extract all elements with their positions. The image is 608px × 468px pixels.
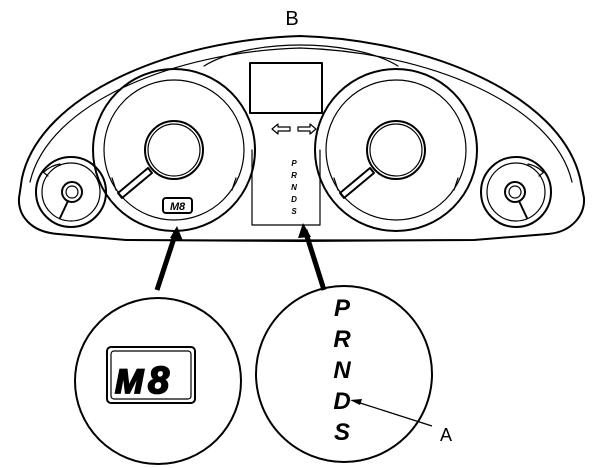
small-gear-s: S xyxy=(291,207,297,216)
zoom-gear-digit: 8 xyxy=(148,360,170,402)
mini-mode-letter: M xyxy=(170,201,180,213)
small-gear-d: D xyxy=(291,195,297,204)
mini-gear-display: M 8 xyxy=(162,197,193,214)
zoom-gear-n: N xyxy=(333,357,351,384)
zoom-mode-display: M 8 xyxy=(74,297,242,465)
arrow-to-mini-display xyxy=(154,226,183,291)
left-main-gauge xyxy=(92,68,256,232)
small-gear-r: R xyxy=(291,171,297,180)
zoom-gear-r: R xyxy=(333,326,351,353)
center-display-panel xyxy=(249,62,323,226)
pointer-a: A xyxy=(350,399,452,445)
label-b: B xyxy=(285,8,298,30)
zoom-gear-d: D xyxy=(333,388,350,415)
mini-gear-digit: 8 xyxy=(179,201,186,213)
cluster-housing xyxy=(17,35,586,242)
arrow-to-shift-indicator xyxy=(298,223,327,291)
zoom-gear-p: P xyxy=(334,295,351,322)
left-small-gauge xyxy=(35,156,107,228)
zoom-gear-s: S xyxy=(334,419,350,446)
label-a: A xyxy=(440,425,452,445)
right-main-gauge xyxy=(314,68,478,232)
small-gear-n: N xyxy=(291,183,297,192)
small-gear-p: P xyxy=(291,159,297,168)
zoom-mode-letter: M xyxy=(115,363,144,401)
right-small-gauge xyxy=(480,156,552,228)
